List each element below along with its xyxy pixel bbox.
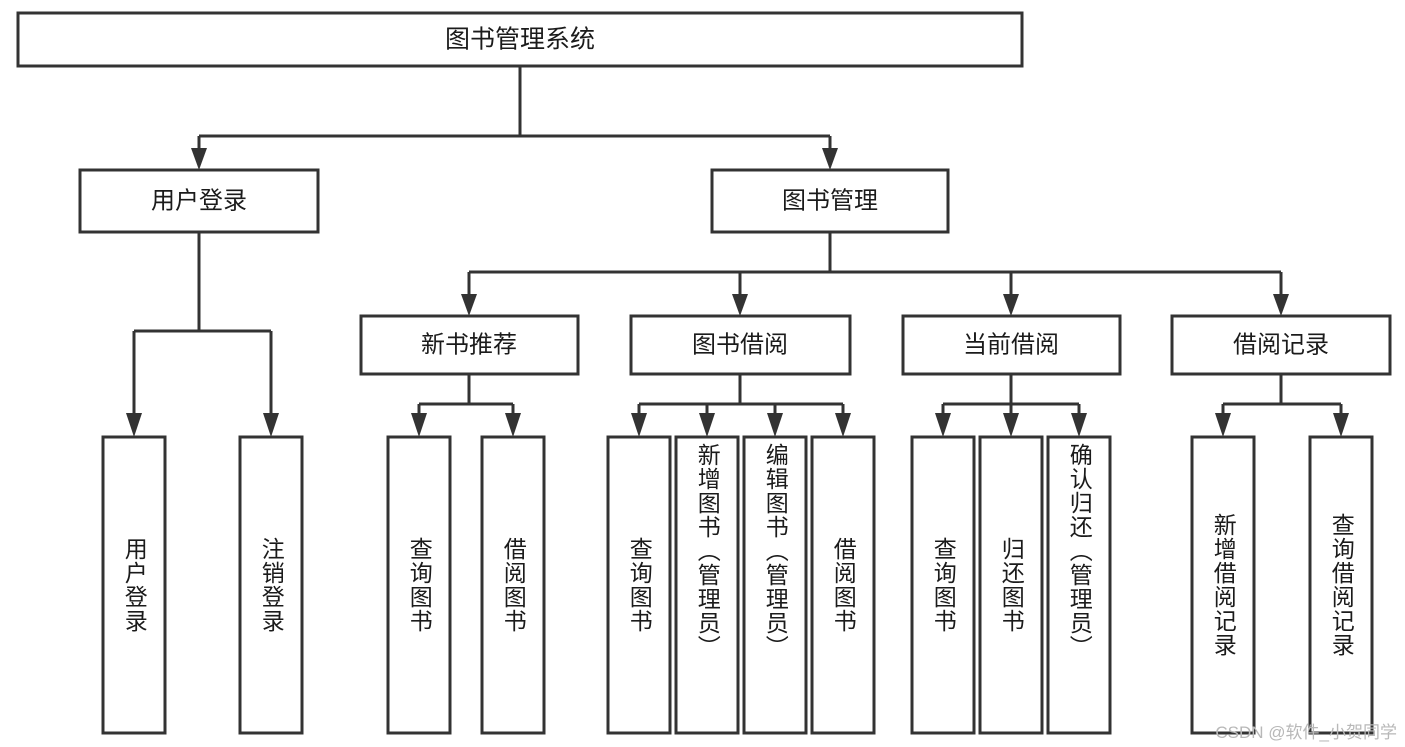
leaf-box-logout-login[interactable]	[238, 435, 304, 735]
node-book-management[interactable]: 图书管理	[710, 168, 950, 234]
leaf-box-query-borrow-record[interactable]	[1308, 435, 1374, 735]
leaf-box-add-borrow-record[interactable]	[1190, 435, 1256, 735]
leaf-box-borrow-book-1[interactable]	[480, 435, 546, 735]
connector-newbook-to-leaves	[411, 374, 521, 437]
csdn-watermark: CSDN @软件_小贺同学	[1215, 723, 1397, 742]
leaf-box-edit-book-admin[interactable]	[742, 435, 808, 735]
connector-records-to-leaves	[1215, 374, 1349, 437]
node-new-book-recommend[interactable]: 新书推荐	[359, 314, 580, 376]
connector-current-to-leaves	[935, 374, 1087, 437]
leaf-box-borrow-book-2[interactable]	[810, 435, 876, 735]
leaf-box-confirm-return-admin[interactable]	[1046, 435, 1112, 735]
node-borrow-record-label: 借阅记录	[1233, 331, 1329, 358]
connector-root-to-level2	[191, 66, 838, 170]
node-user-login-label: 用户登录	[151, 187, 247, 214]
node-user-login[interactable]: 用户登录	[78, 168, 320, 234]
leaf-box-user-login[interactable]	[101, 435, 167, 735]
node-book-borrow-label: 图书借阅	[692, 331, 788, 358]
leaf-box-query-book-1[interactable]	[386, 435, 452, 735]
leaf-box-query-book-2[interactable]	[606, 435, 672, 735]
node-current-borrow[interactable]: 当前借阅	[901, 314, 1122, 376]
leaf-box-return-book[interactable]	[978, 435, 1044, 735]
leaf-box-query-book-3[interactable]	[910, 435, 976, 735]
connector-borrow-to-leaves	[631, 374, 851, 437]
node-root-label: 图书管理系统	[445, 26, 595, 54]
connector-userlogin-to-leaves	[126, 232, 279, 437]
node-book-management-label: 图书管理	[782, 187, 878, 214]
leaf-box-add-book-admin[interactable]	[674, 435, 740, 735]
node-root[interactable]: 图书管理系统	[16, 11, 1024, 68]
node-borrow-record[interactable]: 借阅记录	[1170, 314, 1392, 376]
node-new-book-recommend-label: 新书推荐	[421, 331, 517, 358]
connector-bookmgmt-to-level3	[461, 232, 1289, 316]
node-current-borrow-label: 当前借阅	[963, 331, 1059, 358]
node-book-borrow[interactable]: 图书借阅	[629, 314, 852, 376]
